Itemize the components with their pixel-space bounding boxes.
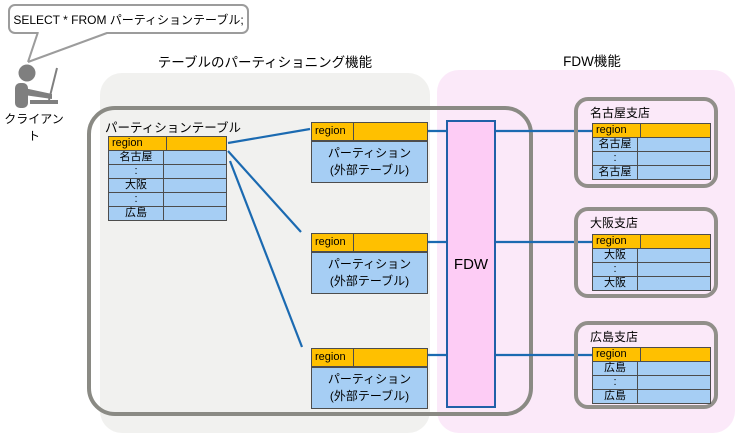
sql-query-text: SELECT * FROM パーティションテーブル;: [13, 12, 244, 27]
partition-table-label: パーティションテーブル: [105, 121, 242, 135]
row-cell-empty: [638, 152, 710, 165]
table-header-row: region: [593, 235, 710, 249]
partition-name: パーティション: [327, 256, 412, 271]
header-cell-region: region: [593, 235, 641, 248]
table-row: 大阪: [593, 277, 710, 290]
row-cell-empty: [164, 179, 226, 192]
table-row: 広島: [593, 362, 710, 376]
table-row: :: [593, 152, 710, 166]
fan-line-1: [227, 127, 311, 145]
header-cell-empty: [167, 137, 226, 150]
header-cell-region: region: [593, 348, 641, 361]
partition-subname: (外部テーブル): [329, 389, 410, 403]
partition-table: region 名古屋 : 大阪 : 広島: [108, 136, 227, 221]
partition-name: パーティション: [327, 145, 412, 160]
partition-body: パーティション (外部テーブル): [312, 252, 427, 293]
fan-line-3: [228, 160, 304, 348]
table-row: 名古屋: [109, 151, 226, 165]
table-header-row: region: [593, 348, 710, 362]
row-cell-empty: [638, 390, 710, 403]
table-row: :: [593, 263, 710, 277]
header-cell-region: region: [312, 349, 354, 366]
row-cell-empty: [638, 249, 710, 262]
header-cell-empty: [354, 123, 427, 140]
table-row: 大阪: [109, 179, 226, 193]
row-cell-empty: [164, 151, 226, 164]
section-title-partitioning: テーブルのパーティショニング機能: [157, 55, 373, 70]
section-title-fdw: FDW機能: [563, 54, 621, 69]
branch-box-hiroshima: 広島支店: [574, 321, 718, 409]
branch-label: 広島支店: [590, 330, 639, 344]
table-header-row: region: [109, 137, 226, 151]
table-row: :: [109, 193, 226, 207]
table-row: 広島: [593, 390, 710, 403]
row-cell-empty: [164, 165, 226, 178]
header-cell-region: region: [109, 137, 167, 150]
client-person-icon: [15, 64, 58, 108]
row-cell: :: [109, 165, 164, 178]
partition-body: パーティション (外部テーブル): [312, 367, 427, 408]
speech-bubble: SELECT * FROM パーティションテーブル;: [8, 4, 249, 34]
header-cell-region: region: [312, 123, 354, 140]
fan-line-2: [227, 150, 302, 233]
table-row: :: [593, 376, 710, 390]
row-cell-empty: [638, 138, 710, 151]
header-cell-empty: [641, 124, 710, 137]
branch-table-nagoya: region 名古屋 : 名古屋: [592, 123, 711, 180]
row-cell: 大阪: [593, 249, 638, 262]
row-cell: 大阪: [109, 179, 164, 192]
client-label: クライアント: [4, 112, 64, 143]
header-cell-empty: [354, 349, 427, 366]
fdw-box: FDW: [446, 120, 496, 408]
foreign-partition-table-1: region パーティション (外部テーブル): [311, 122, 428, 183]
row-cell-empty: [638, 376, 710, 389]
row-cell: :: [593, 376, 638, 389]
header-cell-empty: [641, 235, 710, 248]
table-row: :: [109, 165, 226, 179]
row-cell-empty: [164, 193, 226, 206]
header-cell-region: region: [312, 234, 354, 251]
row-cell: 広島: [109, 207, 164, 220]
table-header-row: region: [312, 349, 427, 367]
header-cell-empty: [354, 234, 427, 251]
partition-body: パーティション (外部テーブル): [312, 141, 427, 182]
partition-subname: (外部テーブル): [329, 274, 410, 288]
partition-name: パーティション: [327, 371, 412, 386]
row-cell: 名古屋: [593, 138, 638, 151]
partition-subname: (外部テーブル): [329, 163, 410, 177]
branch-box-osaka: 大阪支店: [574, 207, 718, 298]
table-row: 名古屋: [593, 166, 710, 179]
table-header-row: region: [312, 234, 427, 252]
database-boundary-box: [87, 106, 533, 416]
row-cell: 広島: [593, 390, 638, 403]
branch-label: 名古屋支店: [590, 106, 651, 120]
table-row: 広島: [109, 207, 226, 220]
fdw-label: FDW: [453, 255, 489, 273]
row-cell: 大阪: [593, 277, 638, 290]
row-cell-empty: [638, 263, 710, 276]
table-header-row: region: [593, 124, 710, 138]
branch-label: 大阪支店: [590, 216, 639, 230]
header-cell-region: region: [593, 124, 641, 137]
row-cell: :: [593, 152, 638, 165]
branch-table-hiroshima: region 広島 : 広島: [592, 347, 711, 404]
row-cell: 名古屋: [109, 151, 164, 164]
row-cell: 名古屋: [593, 166, 638, 179]
row-cell: :: [593, 263, 638, 276]
foreign-partition-table-3: region パーティション (外部テーブル): [311, 348, 428, 409]
branch-table-osaka: region 大阪 : 大阪: [592, 234, 711, 291]
table-row: 大阪: [593, 249, 710, 263]
row-cell-empty: [638, 277, 710, 290]
speech-bubble-tail: [27, 32, 108, 63]
row-cell: :: [109, 193, 164, 206]
branch-box-nagoya: 名古屋支店: [574, 97, 718, 188]
table-header-row: region: [312, 123, 427, 141]
table-row: 名古屋: [593, 138, 710, 152]
row-cell-empty: [638, 166, 710, 179]
row-cell: 広島: [593, 362, 638, 375]
foreign-partition-table-2: region パーティション (外部テーブル): [311, 233, 428, 294]
header-cell-empty: [641, 348, 710, 361]
row-cell-empty: [638, 362, 710, 375]
row-cell-empty: [164, 207, 226, 220]
